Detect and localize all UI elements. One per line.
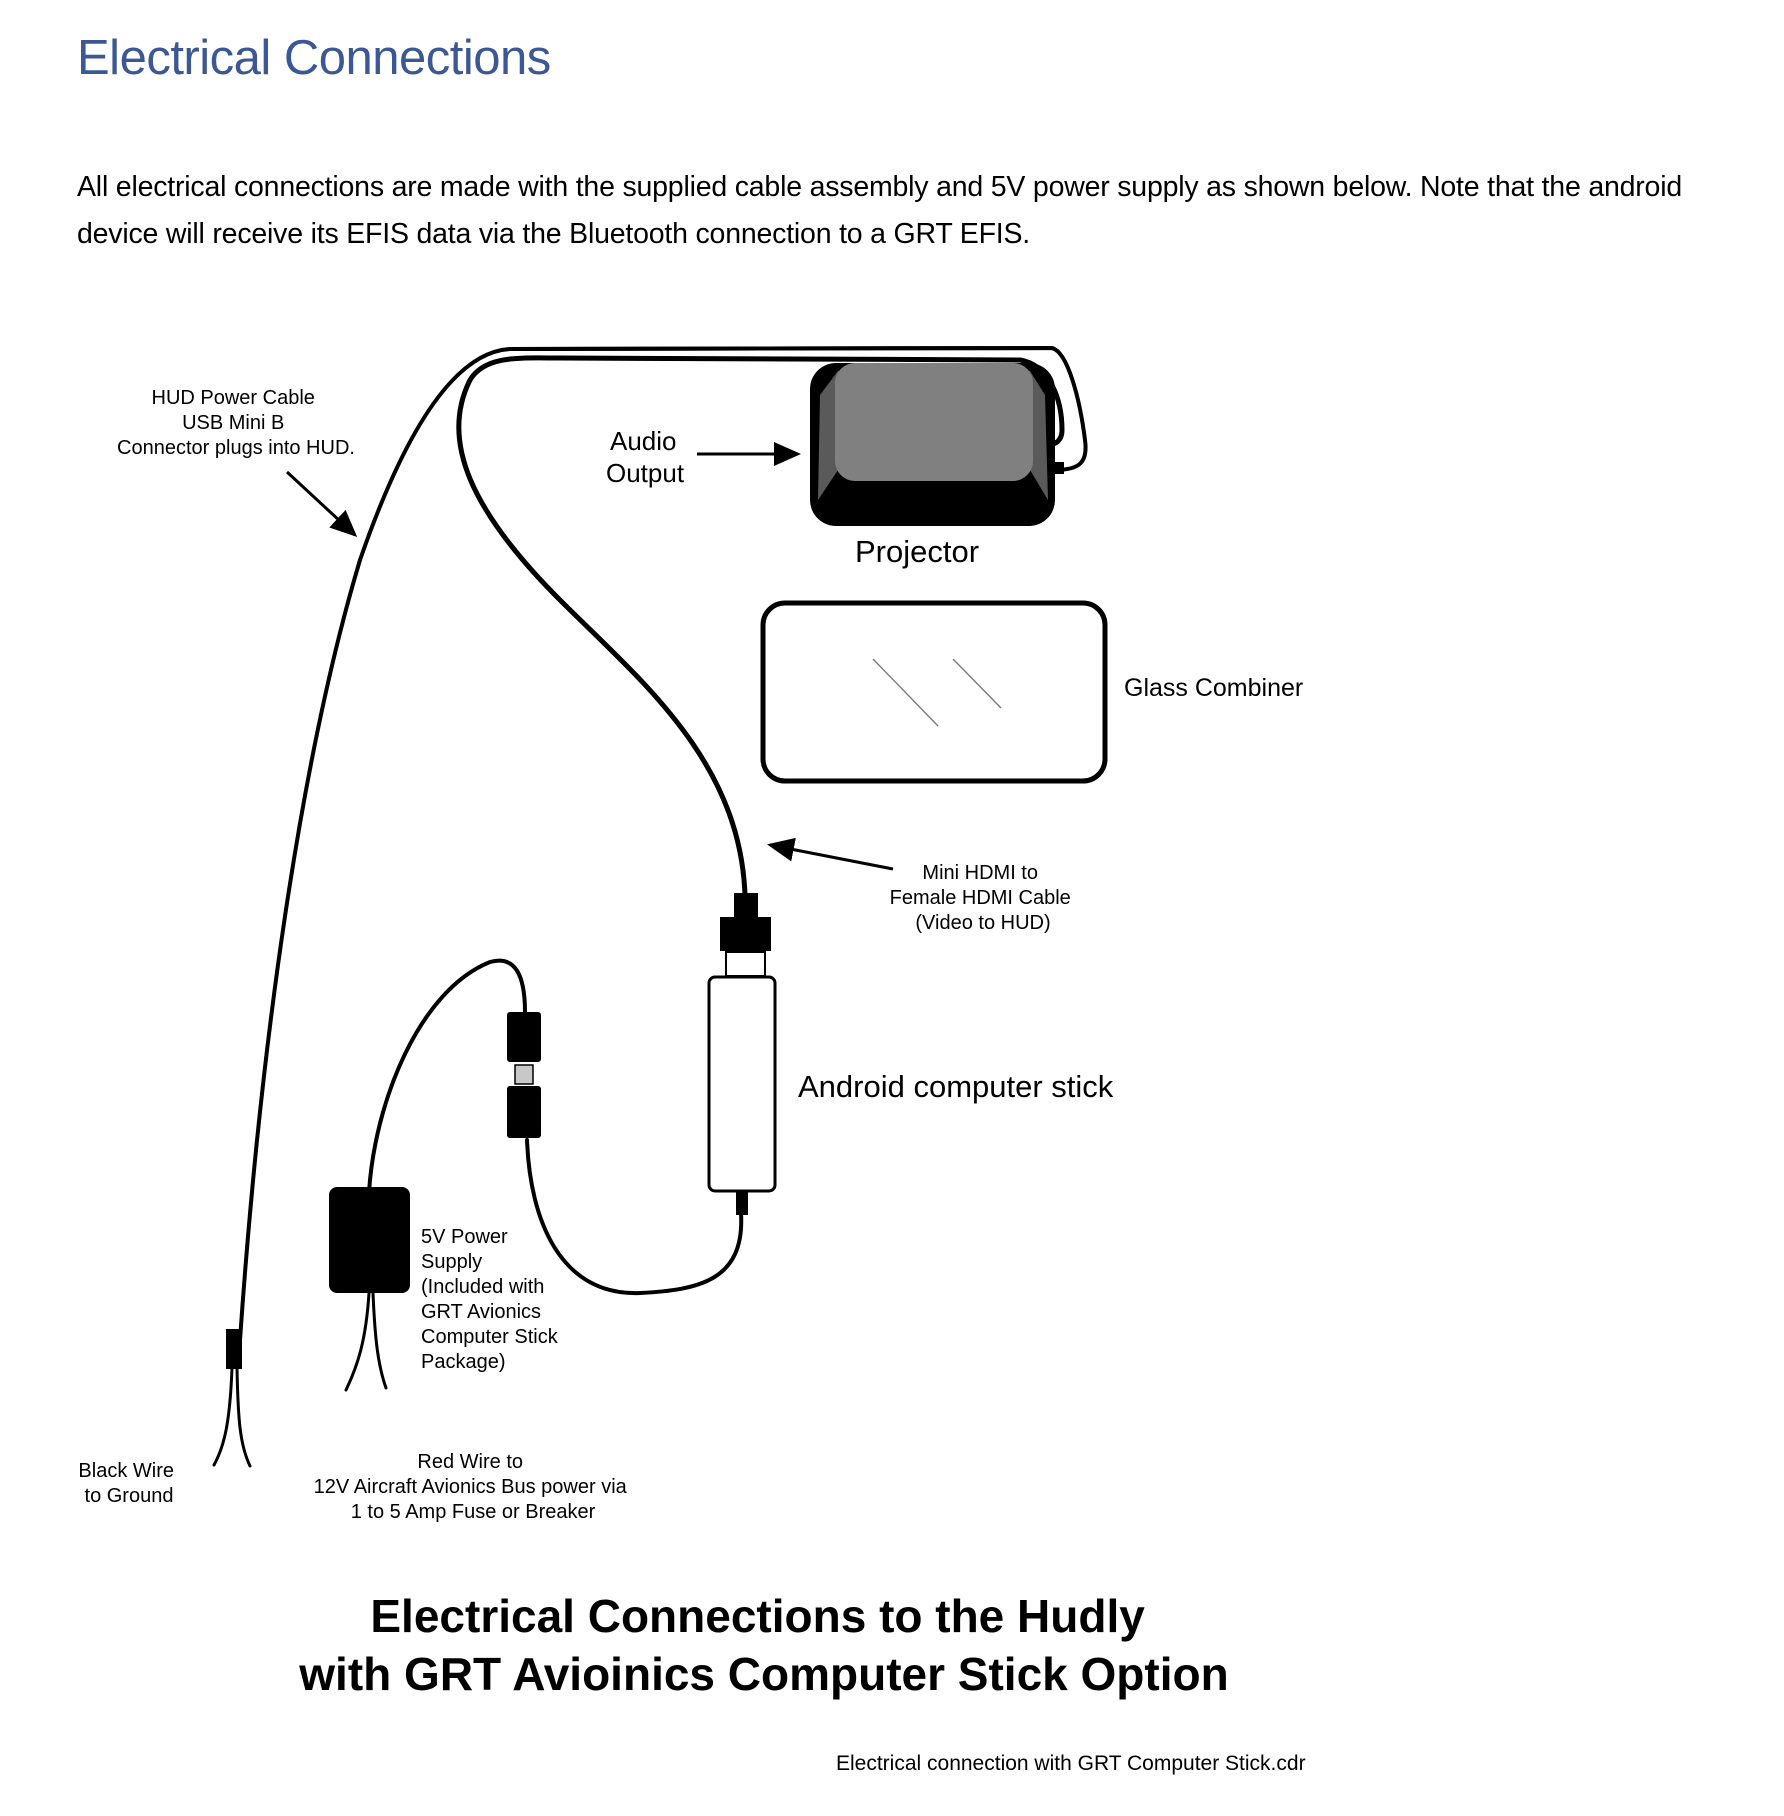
mini-hdmi-arrow xyxy=(767,837,894,871)
android-stick xyxy=(707,975,777,1193)
hud-power-cable-upper xyxy=(508,346,1088,472)
label-glass-combiner: Glass Combiner xyxy=(1124,674,1303,702)
stick-power-plug xyxy=(736,1191,748,1215)
glass-combiner xyxy=(760,600,1108,784)
label-power-supply: 5V Power Supply (Included with GRT Avion… xyxy=(421,1226,563,1373)
supply-input-wires xyxy=(344,1291,388,1392)
page-heading: Electrical Connections xyxy=(77,31,551,85)
usb-coupler xyxy=(507,1012,541,1138)
label-projector: Projector xyxy=(855,534,979,569)
hud-cable-arrow xyxy=(285,470,358,538)
intro-paragraph: All electrical connections are made with… xyxy=(77,171,1682,250)
label-android-stick: Android computer stick xyxy=(798,1069,1114,1104)
label-audio-output: Audio Output xyxy=(606,426,685,488)
usb-power-cable xyxy=(525,1138,744,1296)
supply-output-cable xyxy=(367,958,527,1194)
mini-hdmi-cable xyxy=(456,355,1065,898)
inline-fuse xyxy=(226,1329,242,1369)
label-red-wire: Red Wire to 12V Aircraft Avionics Bus po… xyxy=(314,1451,633,1523)
label-mini-hdmi: Mini HDMI to Female HDMI Cable (Video to… xyxy=(890,862,1077,934)
diagram-filename: Electrical connection with GRT Computer … xyxy=(836,1752,1306,1775)
hdmi-connector xyxy=(720,893,771,977)
ground-and-power-wires xyxy=(212,1366,252,1468)
label-black-wire: Black Wire to Ground xyxy=(78,1460,179,1507)
label-hud-power-cable: HUD Power Cable USB Mini B Connector plu… xyxy=(117,387,355,459)
hud-power-cable xyxy=(238,346,1054,1342)
diagram-title: Electrical Connections to the Hudly with… xyxy=(298,1590,1228,1700)
projector xyxy=(810,363,1055,526)
power-supply-block xyxy=(329,1187,410,1293)
